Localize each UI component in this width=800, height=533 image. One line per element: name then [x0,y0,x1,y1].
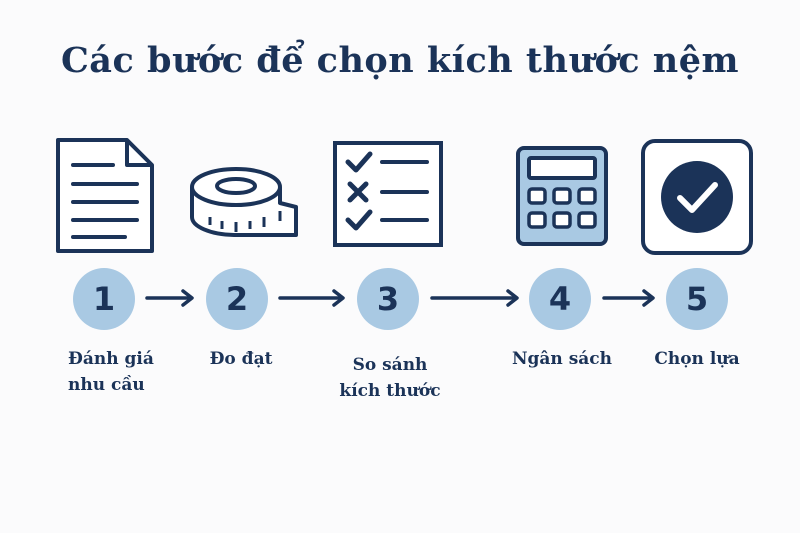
document-icon [56,138,154,253]
step-5-label-line-1: Chọn lựa [654,349,740,369]
measuring-tape-icon [189,167,298,237]
step-1-label: Đánh giá nhu cầu [68,346,198,398]
step-4-label: Ngân sách [497,346,627,372]
arrow-3-to-4 [430,289,519,307]
step-2-label-line-1: Đo đạt [209,349,273,369]
arrow-2-to-3 [278,289,345,307]
step-1-number: 1 [73,268,135,330]
step-1-label-line-1: Đánh giá [68,349,154,369]
step-3-label: So sánh kích thước [325,352,455,404]
step-2-number: 2 [206,268,268,330]
step-4-label-line-1: Ngân sách [511,349,613,369]
step-2-label: Đo đạt [176,346,306,372]
step-3-number: 3 [357,268,419,330]
step-4-number: 4 [529,268,591,330]
arrow-1-to-2 [145,289,194,307]
step-3-label-line-2: kích thước [339,381,441,401]
step-5-label: Chọn lựa [632,346,762,372]
calculator-icon [516,146,608,246]
step-1-label-line-2: nhu cầu [68,375,145,395]
step-5-number: 5 [666,268,728,330]
step-3-label-line-1: So sánh [352,355,428,375]
diagram-title: Các bước để chọn kích thước nệm [60,40,740,81]
checkmark-icon [641,139,753,255]
checklist-icon [333,141,443,247]
arrow-4-to-5 [602,289,655,307]
